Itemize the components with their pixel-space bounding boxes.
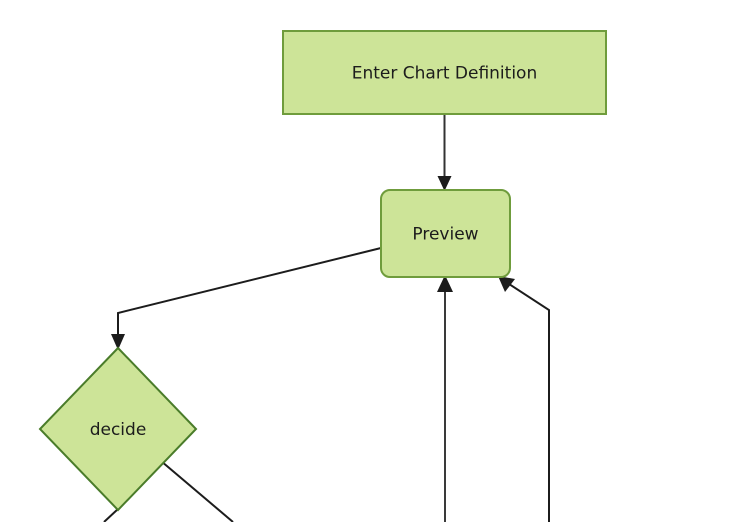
arrow-head-icon — [111, 334, 125, 350]
edge-decide-down-left[interactable] — [103, 508, 119, 522]
arrow-head-icon — [437, 275, 453, 292]
edge-preview-to-decide[interactable] — [111, 247, 382, 350]
edge-preview-to-decide-line — [117, 247, 382, 341]
node-decide[interactable]: decide — [38, 346, 198, 512]
edge-decide-down-right-line — [160, 460, 234, 522]
edge-bottom-center-to-preview[interactable] — [437, 275, 453, 522]
edge-enter-to-preview[interactable] — [437, 114, 452, 191]
node-enter-chart-definition-label: Enter Chart Definition — [352, 64, 537, 84]
node-enter-chart-definition-shape — [282, 30, 607, 115]
node-layer: Enter Chart Definition Preview decide — [38, 30, 607, 512]
edge-bottom-right-to-preview-line — [505, 281, 550, 522]
node-decide-label: decide — [90, 420, 147, 440]
edge-bottom-right-to-preview[interactable] — [498, 276, 550, 522]
arrow-head-icon — [498, 276, 515, 292]
edge-decide-down-right[interactable] — [160, 460, 234, 522]
edge-decide-down-left-line — [103, 508, 119, 522]
node-decide-shape — [38, 346, 198, 512]
node-preview-shape — [380, 189, 511, 278]
edge-layer — [103, 114, 550, 522]
arrow-head-icon — [437, 176, 452, 191]
node-enter-chart-definition[interactable]: Enter Chart Definition — [282, 30, 607, 115]
node-preview-label: Preview — [412, 225, 478, 245]
node-preview[interactable]: Preview — [380, 189, 511, 278]
